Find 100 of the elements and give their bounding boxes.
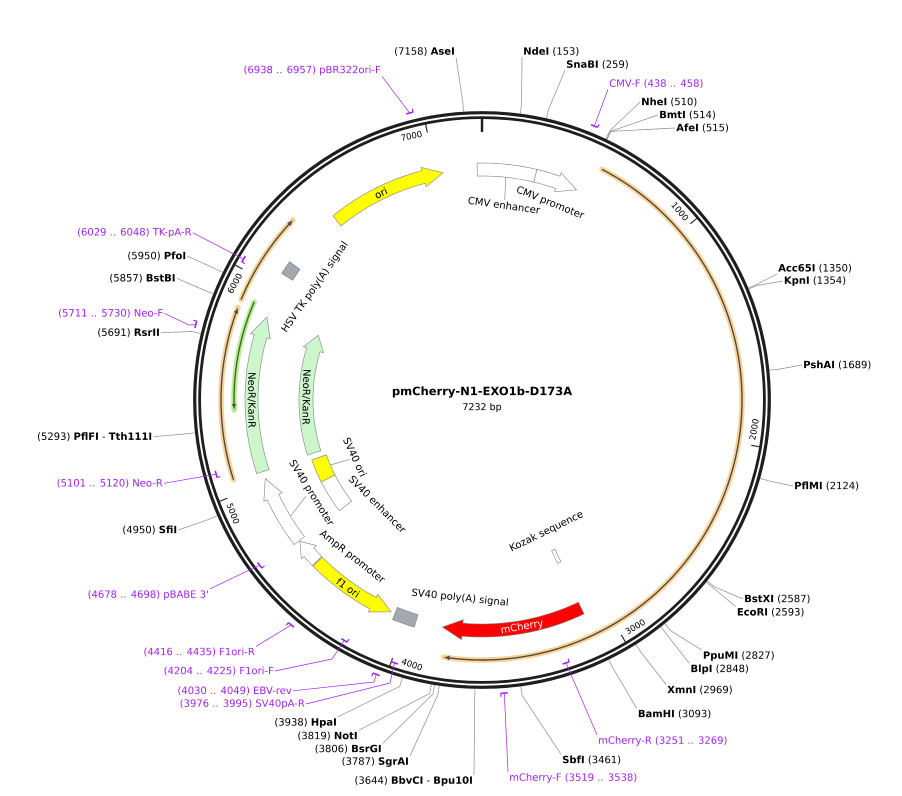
site-label: (4950) SfiI [123,526,176,534]
leader-line [474,688,476,776]
leader-line [706,580,744,600]
leader-line [338,677,403,718]
site-label: Acc65I (1350) [778,264,851,273]
leader-line [176,278,214,294]
site-label: (7158) AseI [395,47,454,56]
primer-label: (6029 .. 6048) TK-pA-R [78,228,192,238]
leader-line [748,280,784,290]
site-label: BmtI (514) [660,110,715,120]
leader-line [152,432,196,438]
site-label: (3819) NotI [298,732,357,740]
leader-line [290,496,306,517]
primer-label: (4204 .. 4225) F1ori-F [164,666,274,676]
primer-label: (4416 .. 4435) F1ori-R [144,648,254,656]
leader-line [546,70,566,119]
site-label: (3938) HpaI [275,718,336,728]
leader-line [748,274,778,288]
scale-label: 2000 [749,419,758,440]
leader-line [210,565,260,590]
site-label: AfeI (515) [676,124,728,132]
leader-line [606,128,676,140]
plasmid-length: 7232 bp [463,402,502,412]
site-label: BlpI (2848) [691,664,748,674]
leader-line [606,114,658,140]
primer-label: (3976 .. 3995) SV40pA-R [180,699,304,709]
feature-box [476,162,538,182]
primer-label: (4030 .. 4049) EBV-rev [178,686,292,696]
site-label: (5950) PfoI [128,252,186,260]
leader-line [410,685,440,756]
leader-line [608,659,638,709]
site-label: SnaBI (259) [566,60,628,70]
site-label: KpnI (1354) [784,276,846,286]
primer-label: CMV-F (438 .. 458) [610,79,702,88]
site-label: XmnI (2969) [667,686,732,694]
primer-label: mCherry-F (3519 .. 3538) [510,773,636,783]
site-label: BstXI (2587) [745,594,810,604]
scale-label: 4000 [402,658,422,670]
primer-mark [257,562,265,569]
leader-line [636,644,666,685]
site-label: (5293) PflFI - Tth111I [38,432,152,442]
site-label: NdeI (153) [524,47,578,56]
leader-line [664,623,702,650]
site-label: SbfI (3461) [562,756,620,764]
site-label: PflMI (2124) [795,482,858,490]
leader-line [504,176,506,200]
leader-line [306,663,395,704]
primer-label: (4678 .. 4698) pBABE 3' [88,590,208,600]
leader-line [594,88,608,126]
feature-arc: NeoR/KanR [298,334,324,456]
leader-line [504,694,508,772]
primer-mark [214,470,221,478]
primer-label: mCherry-R (3251 .. 3269) [599,736,727,746]
feature-box [311,454,336,482]
primer-mark [390,658,398,665]
primer-mark [406,108,414,115]
leader-line [160,331,202,334]
site-label: (3787) SgrAI [342,757,408,767]
primer-mark [500,692,508,697]
leader-line [358,684,432,731]
leader-line [256,625,291,647]
site-label: (3644) BbvCI - Bpu10I [355,776,472,786]
primer-mark [340,638,350,643]
primer-mark [371,672,380,676]
leader-line [566,663,598,736]
feature-label: SV40 ori [343,438,367,477]
primer-mark [193,320,198,328]
site-label: NheI (510) [642,98,696,106]
leader-line [606,102,640,140]
primer-label: (6938 .. 6957) pBR322ori-F [244,66,380,76]
site-label: PpuMI (2827) [704,651,774,661]
leader-line [769,364,802,371]
leader-line [274,640,344,672]
primer-mark [590,124,600,128]
primer-mark [562,658,570,665]
site-label: EcoRI (2593) [738,608,804,617]
primer-mark [241,256,246,264]
leader-line [520,56,522,114]
leader-line [186,256,224,273]
leader-line [706,582,736,607]
leader-line [178,515,218,530]
leader-line [164,312,196,326]
primer-label: (5711 .. 5730) Neo-F [59,308,162,318]
leader-line [292,674,376,692]
scale-label: 5000 [226,503,240,524]
scale-label: 7000 [400,130,422,141]
site-label: PshAI (1689) [804,360,870,370]
leader-line [520,686,562,755]
leader-line [382,684,435,744]
leader-line [330,458,351,466]
site-label: (5857) BstBI [110,274,175,283]
leader-line [660,626,690,664]
leader-line [760,478,794,486]
leader-line [192,232,244,260]
primer-mark [286,622,294,628]
primer-label: (5101 .. 5120) Neo-R [58,478,162,488]
leader-line [164,474,216,484]
plasmid-name: pmCherry-N1-EXO1b-D173A [392,386,572,398]
site-label: (5691) RsrII [98,328,159,338]
leader-line [456,56,464,112]
